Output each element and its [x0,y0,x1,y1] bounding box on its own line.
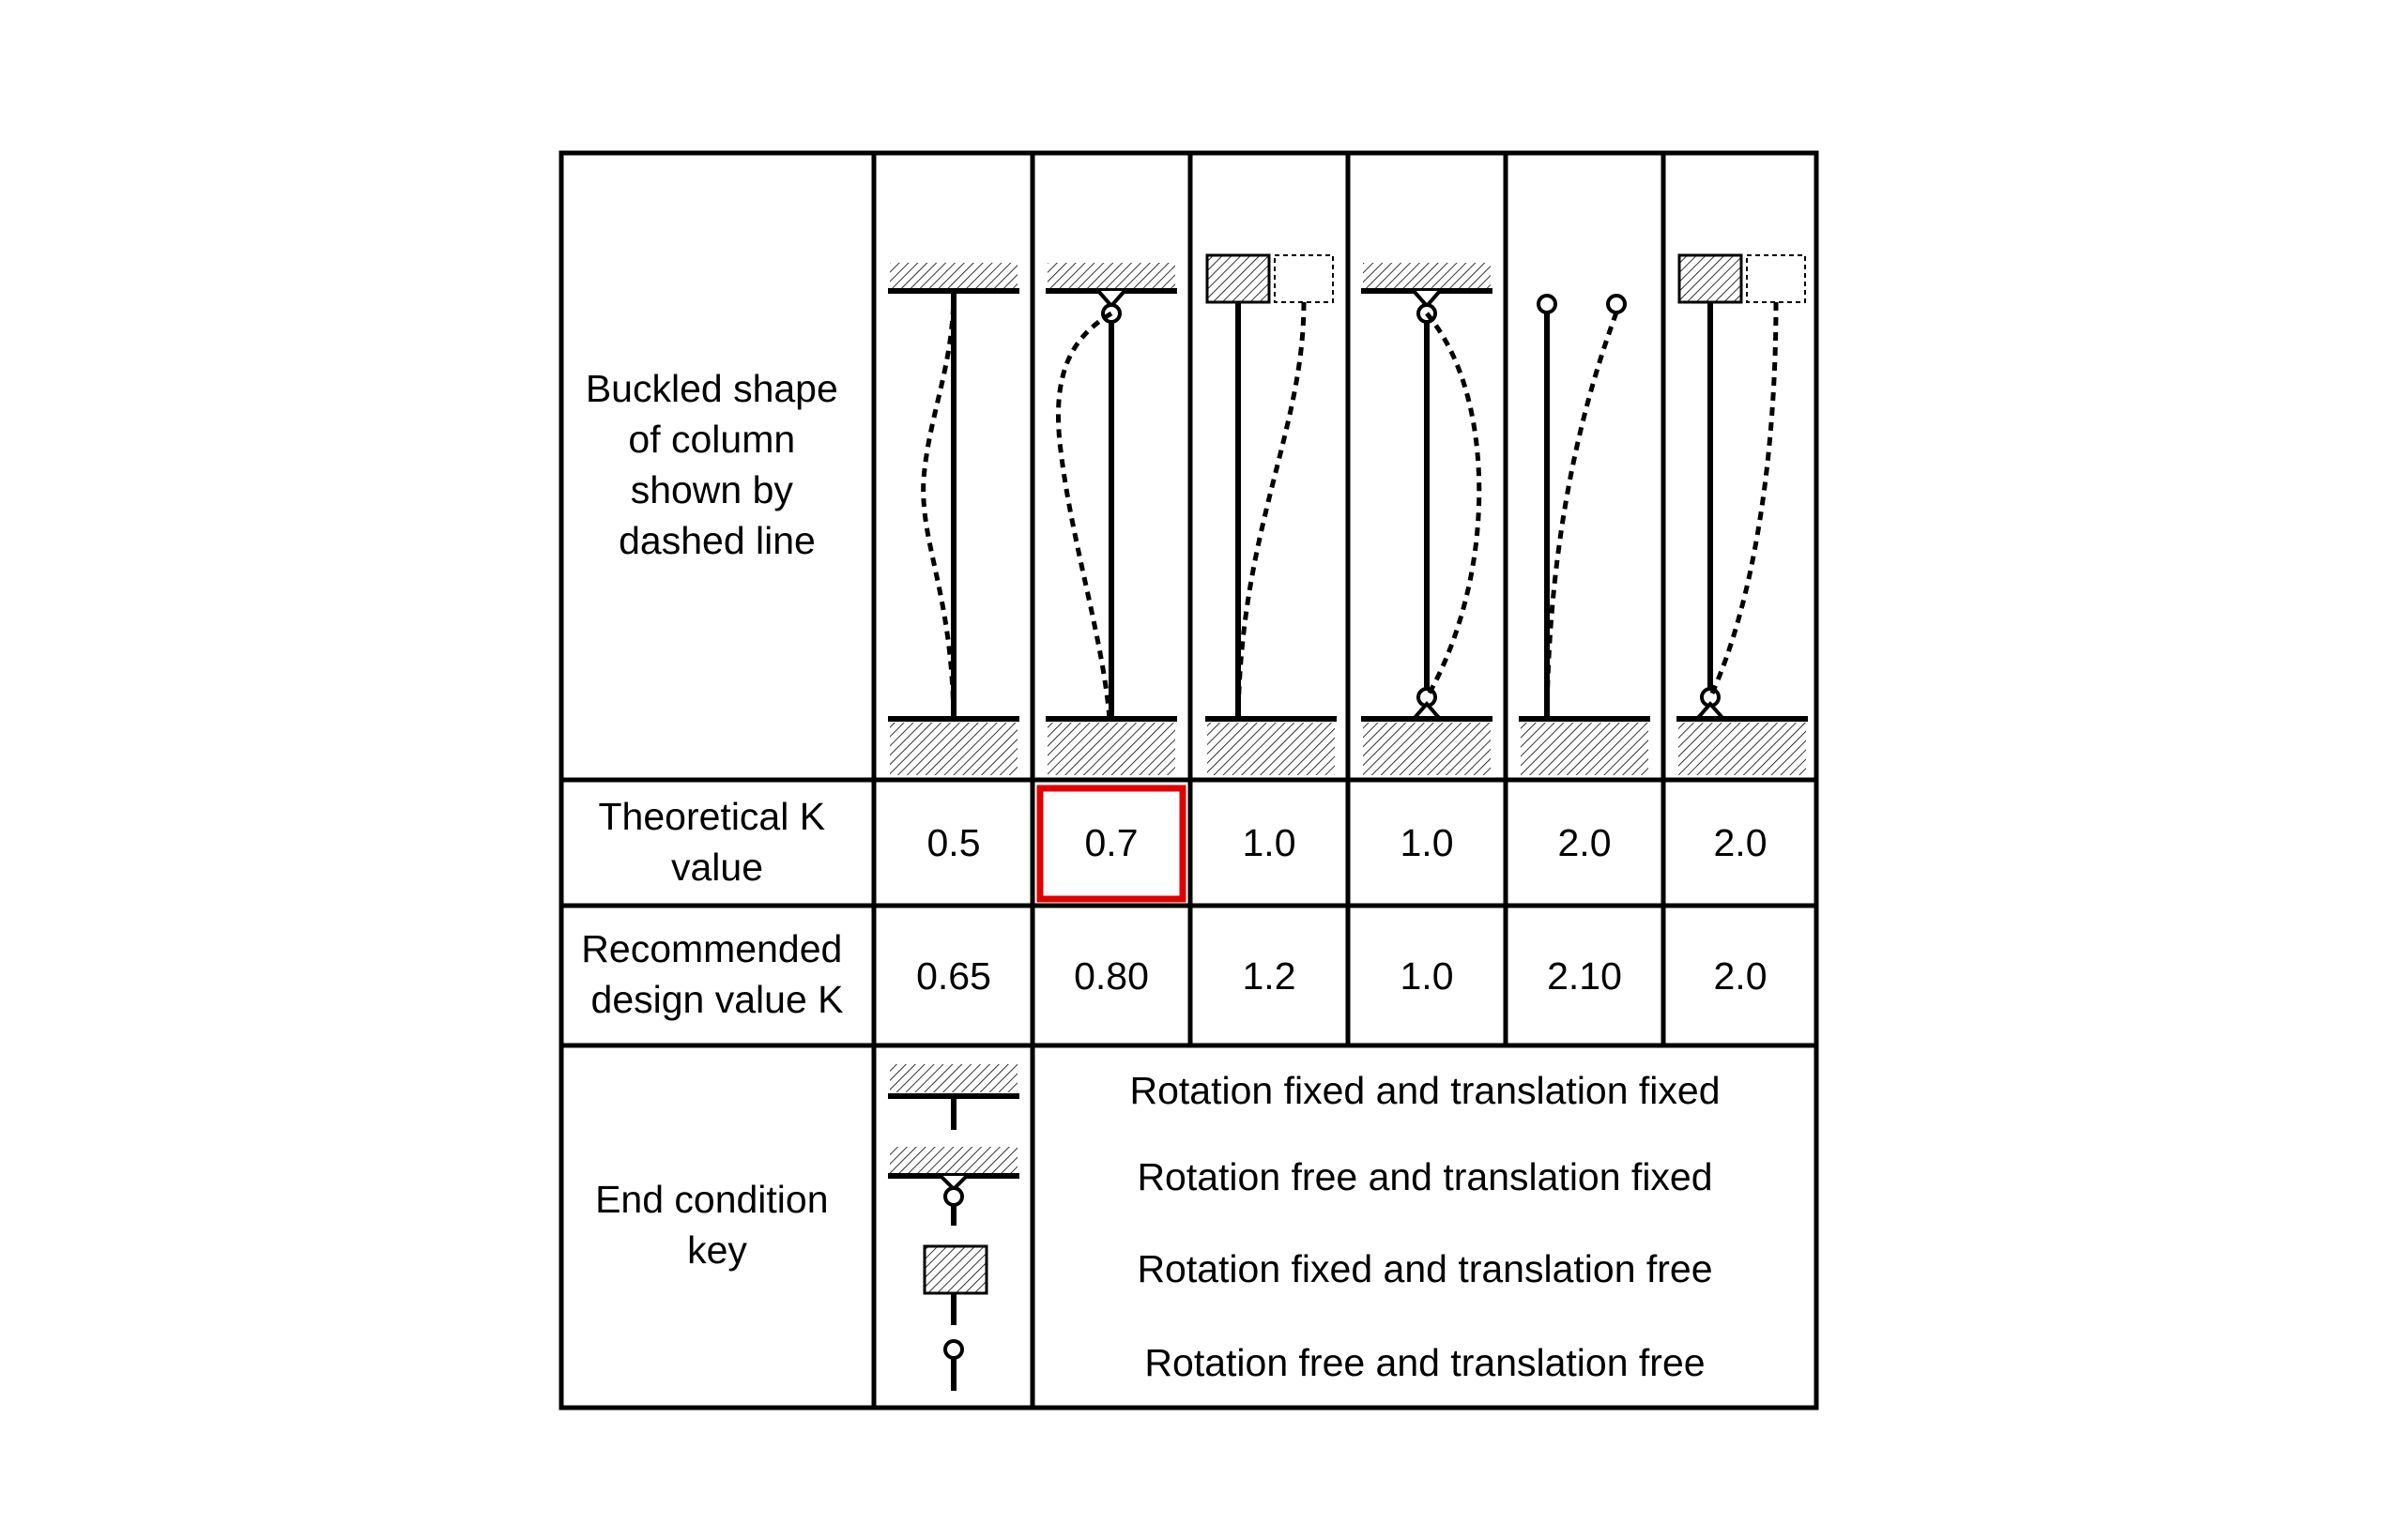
key-fixed-free-text: Rotation fixed and translation free [1137,1247,1712,1290]
recommended-value: 0.65 [916,954,991,998]
key-fixed-fixed-symbol [888,1064,1019,1130]
column-pinned-pinned [1361,263,1492,775]
column-fixed-fixed [888,263,1019,775]
theoretical-values-row: 0.5 0.7 1.0 1.0 2.0 2.0 [927,821,1768,864]
buckled-shape-label: Buckled shape of column shown by dashed … [586,367,849,562]
theoretical-value: 2.0 [1714,821,1768,864]
key-fixed-fixed-text: Rotation fixed and translation fixed [1129,1069,1720,1112]
theoretical-value: 1.0 [1400,821,1454,864]
theoretical-value: 2.0 [1558,821,1612,864]
theoretical-value: 0.7 [1085,821,1139,864]
column-pinned-fixed [1046,263,1177,775]
column-free-fixed [1519,294,1650,775]
key-free-free-text: Rotation free and translation free [1144,1341,1705,1384]
key-pin-fixed-text: Rotation free and translation fixed [1137,1155,1712,1198]
highlight-box [1036,785,1186,903]
key-fixed-free-symbol [923,1244,988,1325]
recommended-value: 1.2 [1243,954,1296,998]
recommended-values-row: 0.65 0.80 1.2 1.0 2.10 2.0 [916,954,1767,998]
recommended-value: 1.0 [1400,954,1454,998]
end-condition-descriptions: Rotation fixed and translation fixed Rot… [1129,1069,1720,1384]
theoretical-k-label: Theoretical K value [599,795,836,889]
theoretical-value: 1.0 [1243,821,1296,864]
theoretical-value: 0.5 [927,821,981,864]
column-fixed-sway [1205,253,1337,775]
key-pin-fixed-symbol [888,1147,1019,1226]
table-grid [559,150,1819,1410]
recommended-k-label: Recommended design value K [581,927,852,1021]
recommended-value: 0.80 [1074,954,1149,998]
end-condition-label: End condition key [595,1178,839,1272]
column-fixed-sway-pinned [1676,253,1808,775]
recommended-value: 2.0 [1714,954,1768,998]
recommended-value: 2.10 [1547,954,1622,998]
key-free-free-symbol [943,1339,964,1391]
